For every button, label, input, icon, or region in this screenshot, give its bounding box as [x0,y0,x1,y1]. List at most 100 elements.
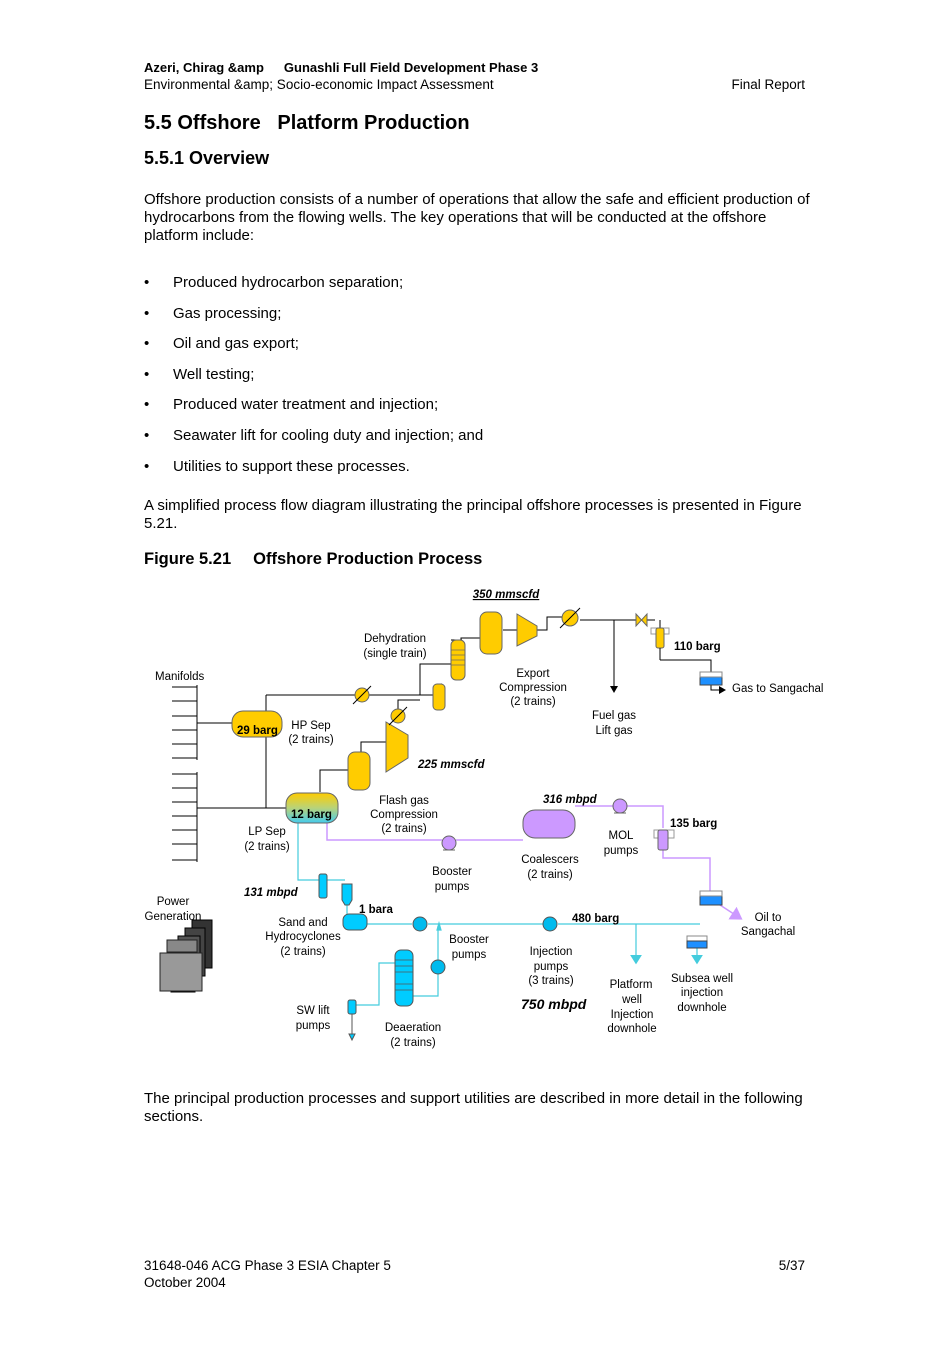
label-subsea-well: Subsea well [671,973,733,985]
label-oil-sangachal: Sangachal [741,926,795,938]
gas-cooler-icon [352,685,372,705]
label-rate-131: 131 mbpd [244,887,299,899]
label-oil-to: Oil to [755,912,782,924]
hydrocyclone [318,873,328,899]
hydrocyclone [341,883,353,906]
subsection-title: 5.5.1 Overview [144,148,270,168]
label-pressure-135: 135 barg [670,818,717,830]
label-deaeration: Deaeration [385,1022,441,1034]
label-export: Export [516,668,550,680]
label-manifolds: Manifolds [155,671,204,683]
label-pressure-29: 29 barg [237,725,278,737]
report-header-subtitle: Environmental &amp; Socio-economic Impac… [144,77,805,92]
figure-number: Figure 5.21 [144,550,232,568]
mol-pump [612,798,628,814]
dehydration-scrubber [432,683,446,711]
label-dehydration-trains: (single train) [363,648,426,660]
label-rate-225: 225 mmscfd [417,759,485,771]
list-item: Well testing; [144,366,483,397]
label-export-trains: (2 trains) [510,696,556,708]
list-item: Oil and gas export; [144,335,483,366]
label-power: Power [157,896,190,908]
deaeration-booster-pump [430,959,446,975]
label-subsea-downhole: downhole [677,1002,726,1014]
label-flash-compression: Compression [370,809,438,821]
export-scrubber [479,611,503,655]
label-pressure-110: 110 barg [674,641,721,653]
label-export-compression: Compression [499,682,567,694]
label-pressure-12: 12 barg [291,809,332,821]
page-number: 5/37 [778,1258,805,1273]
label-sand: Sand and [278,917,327,929]
label-pressure-480: 480 barg [572,913,619,925]
water-booster-pump [412,916,428,932]
label-injection-pumps: pumps [534,961,569,973]
project-name-part2: Gunashli Full Field Development Phase 3 [283,60,539,75]
power-generation-icon [159,919,213,993]
subsea-injection-icon [686,940,708,949]
label-water-booster: Booster [449,934,489,946]
label-oil-booster-pumps: pumps [435,881,470,893]
gas-lines [265,616,726,809]
label-lp-sep-trains: (2 trains) [244,841,290,853]
export-valve-icon [635,612,648,628]
list-item: Produced water treatment and injection; [144,396,483,427]
label-deaeration-trains: (2 trains) [390,1037,436,1049]
label-sw-lift: SW lift [296,1005,330,1017]
label-platform-well: well [621,994,642,1006]
label-platform-injection: Injection [611,1009,654,1021]
label-platform: Platform [610,979,653,991]
gas-cooler-icon [559,607,581,629]
footer-doc-ref: 31648-046 ACG Phase 3 ESIA Chapter 5 [144,1258,391,1273]
label-flash-trains: (2 trains) [381,823,427,835]
report-status: Final Report [731,77,805,92]
oil-meter-icon [657,829,669,851]
list-item: Utilities to support these processes. [144,458,483,489]
coalescer [522,809,576,839]
export-compressor [516,613,538,647]
footer-date: October 2004 [144,1275,226,1290]
flash-gas-compressor [385,721,409,773]
figure-intro-paragraph: A simplified process flow diagram illust… [144,497,802,532]
oil-booster-pump [441,835,457,851]
label-mol: MOL [609,830,635,842]
gas-meter-icon [655,627,665,649]
project-name-part1: Azeri, Chirag &amp [144,60,264,75]
label-injection-trains: (3 trains) [528,975,574,987]
label-power-generation: Generation [145,911,202,923]
report-header-title: Azeri, Chirag &amp Gunashli Full Field De… [144,60,538,75]
sw-lift-pump [347,999,357,1015]
label-oil-booster: Booster [432,866,472,878]
label-hp-sep-trains: (2 trains) [288,734,334,746]
label-pressure-1bara: 1 bara [359,904,393,916]
label-water-booster-pumps: pumps [452,949,487,961]
deaeration-column [394,949,414,1007]
list-item: Seawater lift for cooling duty and injec… [144,427,483,458]
label-lp-sep: LP Sep [248,826,286,838]
label-hydrocyclones: Hydrocyclones [265,931,341,943]
label-subsea-injection: injection [681,987,723,999]
label-rate-316: 316 mbpd [543,794,598,806]
label-gas-to-sangachal: Gas to Sangachal [732,683,823,695]
label-sw-lift-pumps: pumps [296,1020,331,1032]
label-platform-downhole: downhole [607,1023,656,1035]
injection-pump [542,916,558,932]
label-injection: Injection [530,946,573,958]
label-rate-750: 750 mbpd [521,996,587,1012]
label-flash-gas: Flash gas [379,795,429,807]
label-coalescers: Coalescers [521,854,579,866]
list-item: Produced hydrocarbon separation; [144,274,483,305]
label-fuel-gas: Fuel gas [592,710,636,722]
operations-list: Produced hydrocarbon separation; Gas pro… [144,274,483,488]
figure-caption: Figure 5.21 Offshore Production Process [144,550,482,569]
hp-separator [231,710,283,738]
footer-line-2: October 2004 [144,1275,805,1290]
list-item: Gas processing; [144,305,483,336]
label-hp-sep: HP Sep [291,720,330,732]
closing-paragraph: The principal production processes and s… [144,1090,803,1125]
figure-title: Offshore Production Process [253,550,483,568]
intro-paragraph: Offshore production consists of a number… [144,191,810,244]
section-title: 5.5 Offshore Platform Production [144,112,470,134]
document-type: Environmental &amp; Socio-economic Impac… [144,77,494,92]
